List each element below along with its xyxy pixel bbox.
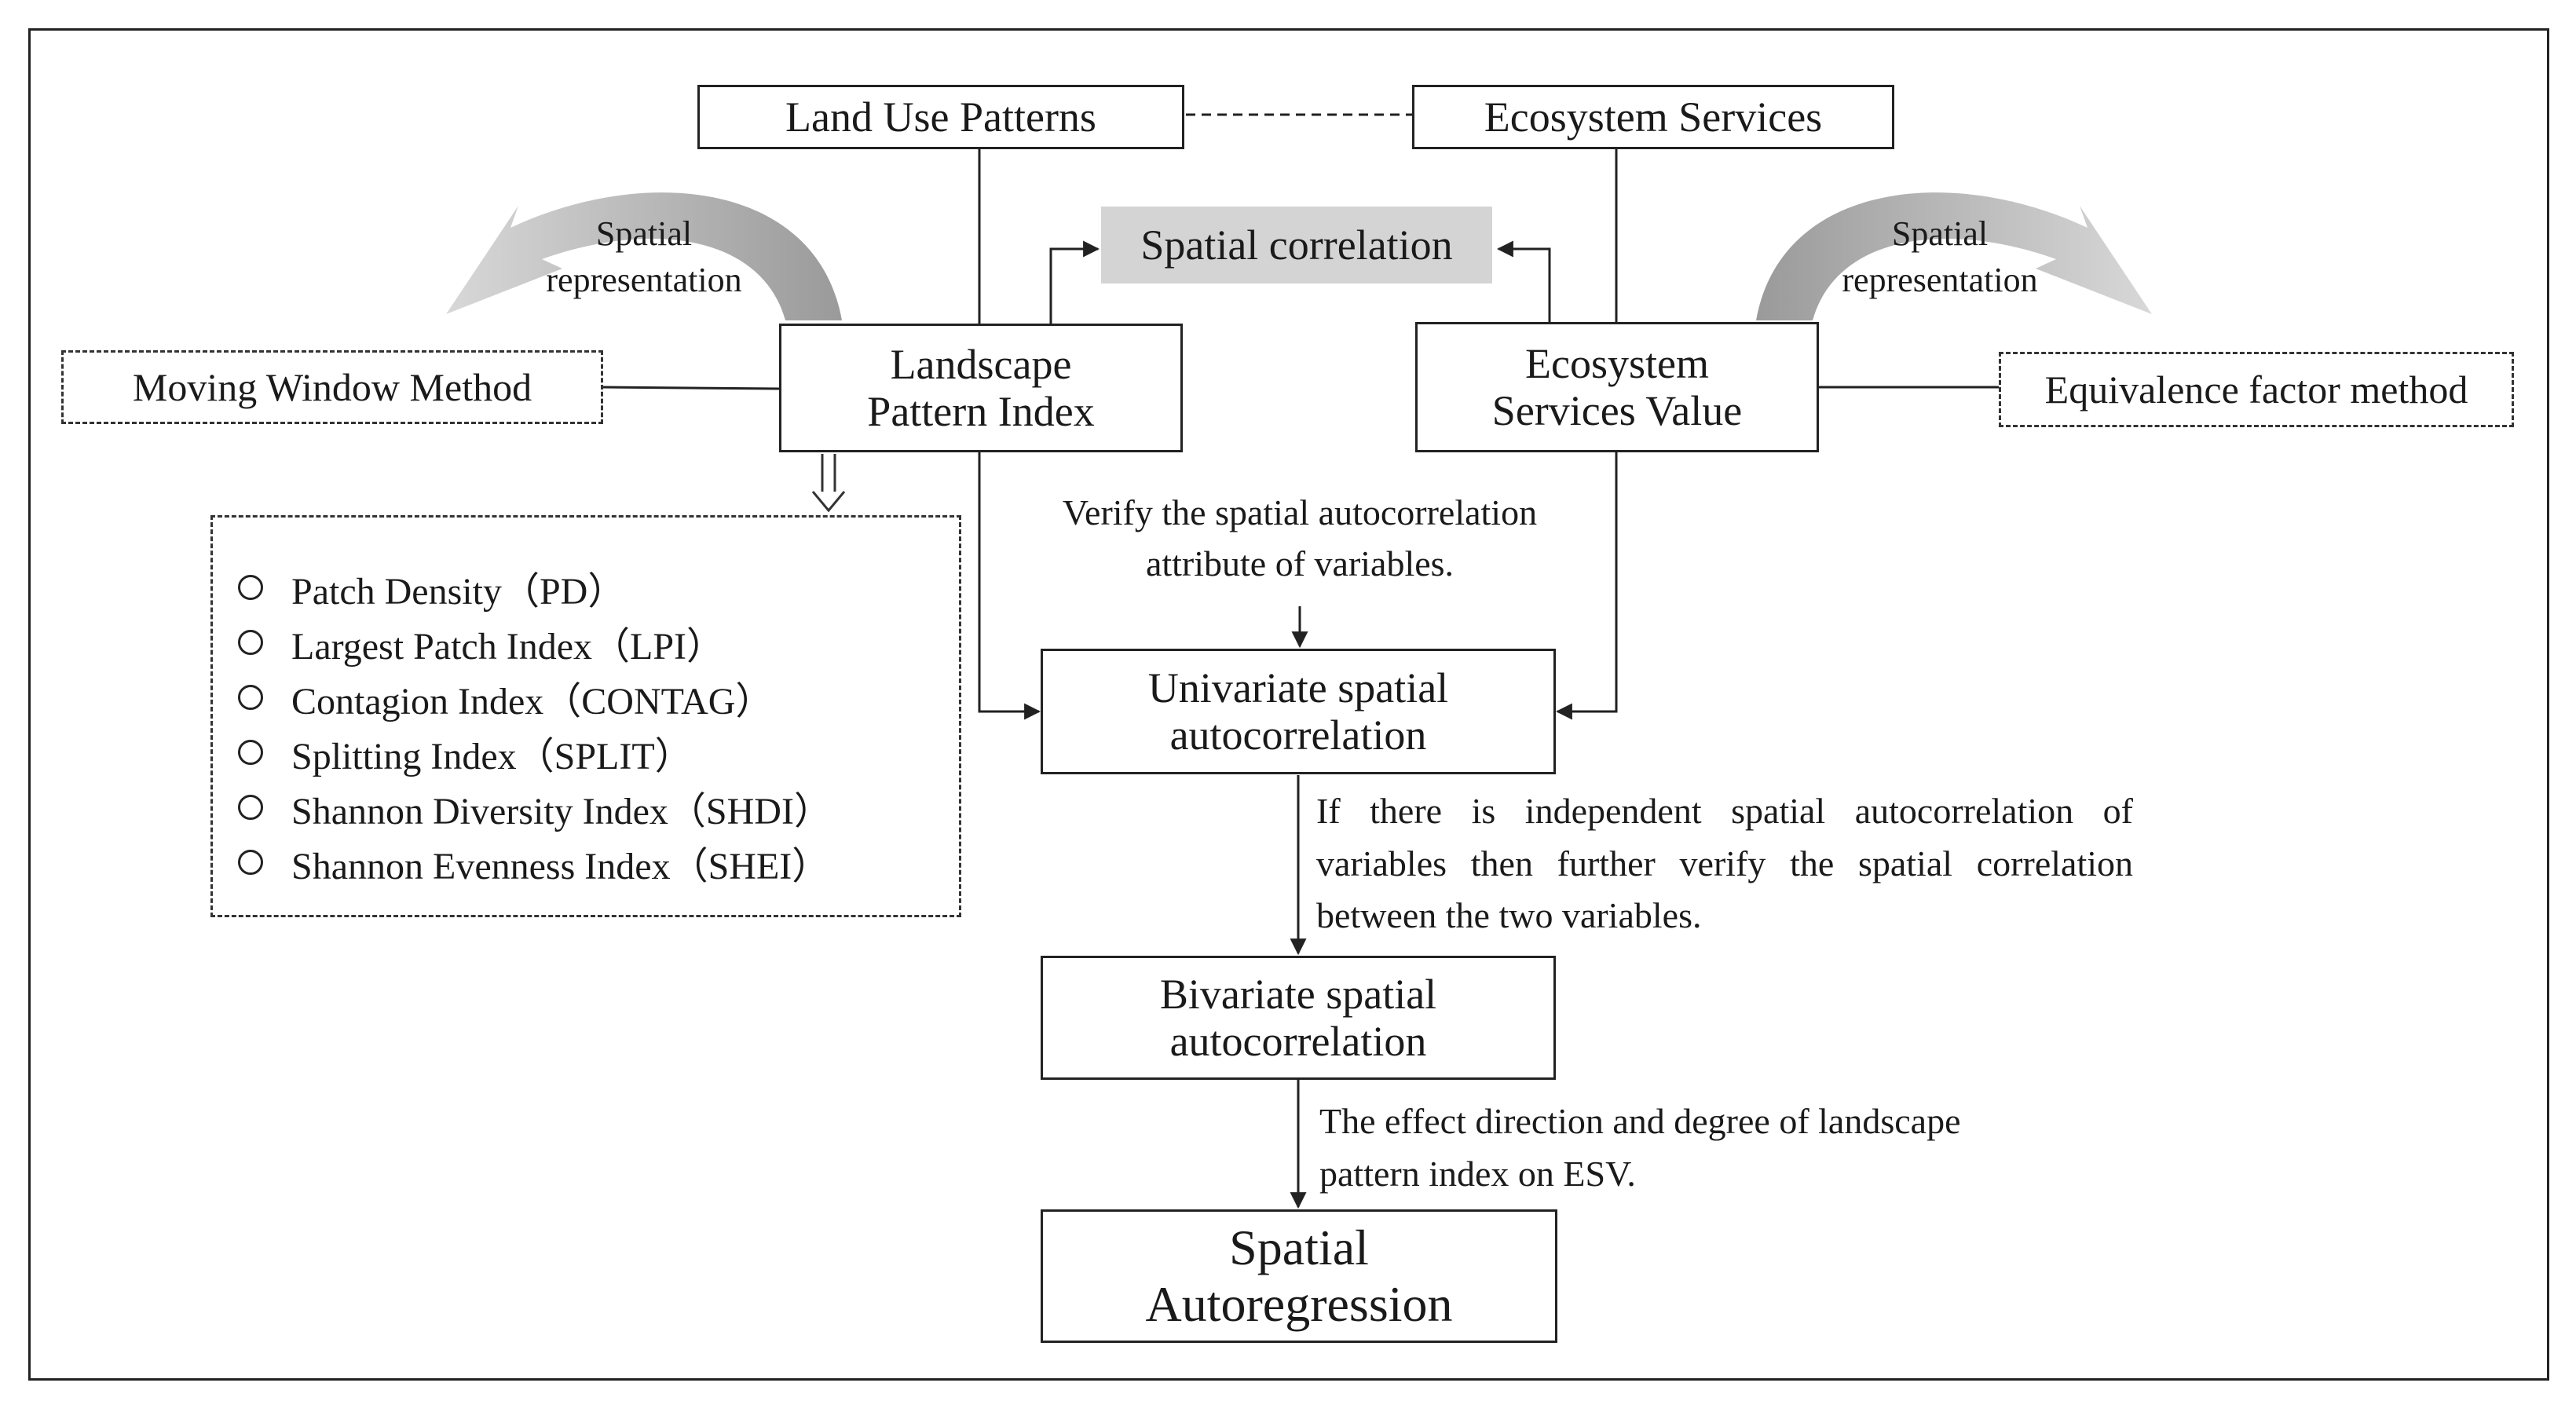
- bivariate-box: Bivariate spatial autocorrelation: [1041, 956, 1556, 1080]
- independent-annotation: If there is independent spatial autocorr…: [1316, 791, 2133, 936]
- landscape-pattern-index-box: Landscape Pattern Index: [779, 324, 1183, 452]
- arrow-esv-spatial-correlation: [1496, 240, 1551, 322]
- land-use-patterns-label: Land Use Patterns: [785, 93, 1096, 141]
- list-item: Contagion Index（CONTAG）: [238, 670, 959, 725]
- spatial-autoregression-box: Spatial Autoregression: [1041, 1209, 1557, 1343]
- spatial-correlation-box: Spatial correlation: [1101, 207, 1492, 283]
- curved-arrow-left: [446, 192, 842, 320]
- univariate-label: Univariate spatial autocorrelation: [1147, 664, 1449, 759]
- list-item: Largest Patch Index（LPI）: [238, 615, 959, 670]
- verify-annotation: Verify the spatial autocorrelation attri…: [1062, 492, 1538, 584]
- arrow-lpi-spatial-correlation: [1049, 240, 1100, 324]
- circle-bullet-icon: [238, 685, 263, 710]
- esv-box: Ecosystem Services Value: [1415, 322, 1819, 452]
- bivariate-label: Bivariate spatial autocorrelation: [1159, 970, 1437, 1065]
- spatial-representation-right-label: Spatial representation: [1842, 214, 2038, 300]
- ecosystem-services-label: Ecosystem Services: [1484, 93, 1823, 141]
- list-item: Shannon Evenness Index（SHEI）: [238, 835, 959, 890]
- arrow-lpi-univariate: [978, 452, 1041, 720]
- circle-bullet-icon: [238, 740, 263, 765]
- land-use-patterns-box: Land Use Patterns: [697, 85, 1184, 149]
- line-moving-window-lpi: [602, 386, 781, 390]
- diagram-frame: [28, 28, 2549, 1381]
- moving-window-method-label: Moving Window Method: [132, 365, 532, 409]
- circle-bullet-icon: [238, 575, 263, 600]
- index-label: Largest Patch Index（LPI）: [291, 626, 724, 668]
- circle-bullet-icon: [238, 630, 263, 655]
- index-label: Contagion Index（CONTAG）: [291, 681, 774, 722]
- univariate-box: Univariate spatial autocorrelation: [1041, 649, 1556, 774]
- ecosystem-services-box: Ecosystem Services: [1412, 85, 1894, 149]
- list-item: Splitting Index（SPLIT）: [238, 725, 959, 780]
- moving-window-method-box: Moving Window Method: [61, 350, 603, 424]
- index-label: Patch Density（PD）: [291, 571, 626, 613]
- index-label: Splitting Index（SPLIT）: [291, 736, 693, 777]
- circle-bullet-icon: [238, 850, 263, 875]
- landscape-indices-box: Patch Density（PD） Largest Patch Index（LP…: [210, 515, 961, 917]
- list-item: Shannon Diversity Index（SHDI）: [238, 780, 959, 835]
- hollow-arrow-lpi-indices: [811, 454, 846, 513]
- spatial-representation-left-label: Spatial representation: [546, 214, 742, 300]
- index-label: Shannon Diversity Index（SHDI）: [291, 791, 832, 832]
- landscape-pattern-index-label: Landscape Pattern Index: [867, 340, 1095, 435]
- spatial-correlation-label: Spatial correlation: [1140, 221, 1453, 269]
- list-item: Patch Density（PD）: [238, 560, 959, 615]
- arrow-esv-univariate: [1555, 452, 1618, 720]
- index-label: Shannon Evenness Index（SHEI）: [291, 846, 830, 887]
- equivalence-factor-method-box: Equivalence factor method: [1999, 352, 2514, 427]
- effect-annotation: The effect direction and degree of lands…: [1319, 1101, 1961, 1194]
- spatial-autoregression-label: Spatial Autoregression: [1145, 1220, 1453, 1332]
- esv-label: Ecosystem Services Value: [1491, 339, 1743, 434]
- curved-arrow-right: [1756, 192, 2152, 320]
- equivalence-factor-method-label: Equivalence factor method: [2044, 368, 2468, 412]
- circle-bullet-icon: [238, 795, 263, 820]
